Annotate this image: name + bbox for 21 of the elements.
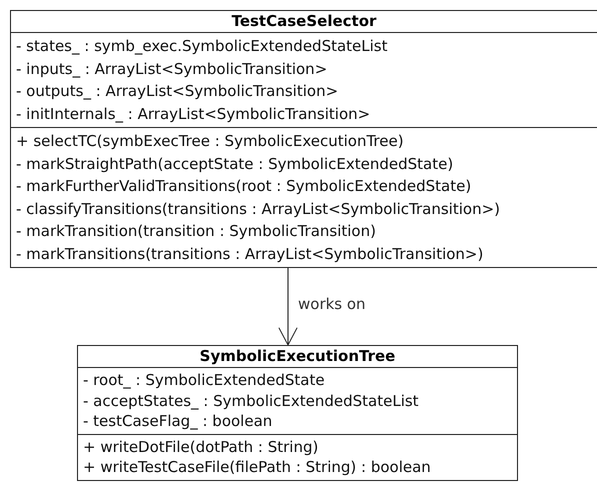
member-text: - markStraightPath(acceptState : SymbolicExtendedState): [16, 154, 454, 174]
class-name: TestCaseSelector: [230, 11, 378, 32]
class-name: SymbolicExecutionTree: [198, 346, 396, 367]
member-text: - acceptStates_ : SymbolicExtendedStateList: [83, 390, 419, 411]
member-text: - markTransitions(transitions : ArrayList<SymbolicTransition>): [16, 244, 484, 264]
member-text: + writeTestCaseFile(filePath : String) : boolean: [83, 457, 431, 478]
member-text: + selectTC(symbExecTree : SymbolicExecutionTree): [16, 131, 404, 152]
association-arrow: [278, 268, 298, 346]
class-box: [10, 10, 597, 268]
member-text: - inputs_ : ArrayList<SymbolicTransition>: [16, 58, 328, 80]
member-text: - classifyTransitions(transitions : ArrayList<SymbolicTransition>): [16, 198, 500, 220]
member-text: - states_ : symb_exec.SymbolicExtendedStateList: [16, 36, 388, 57]
member-text: - root_ : SymbolicExtendedState: [83, 370, 325, 390]
edge-label: works on: [298, 294, 366, 312]
class-box: [77, 345, 518, 480]
member-text: - testCaseFlag_ : boolean: [83, 411, 272, 432]
member-text: - outputs_ : ArrayList<SymbolicTransition>: [16, 81, 338, 102]
member-text: - markFurtherValidTransitions(root : SymbolicExtendedState): [16, 176, 472, 197]
member-text: - markTransition(transition : SymbolicTransition): [16, 221, 376, 242]
member-text: + writeDotFile(dotPath : String): [83, 436, 318, 457]
member-text: - initInternals_ : ArrayList<SymbolicTransition>: [16, 104, 370, 124]
